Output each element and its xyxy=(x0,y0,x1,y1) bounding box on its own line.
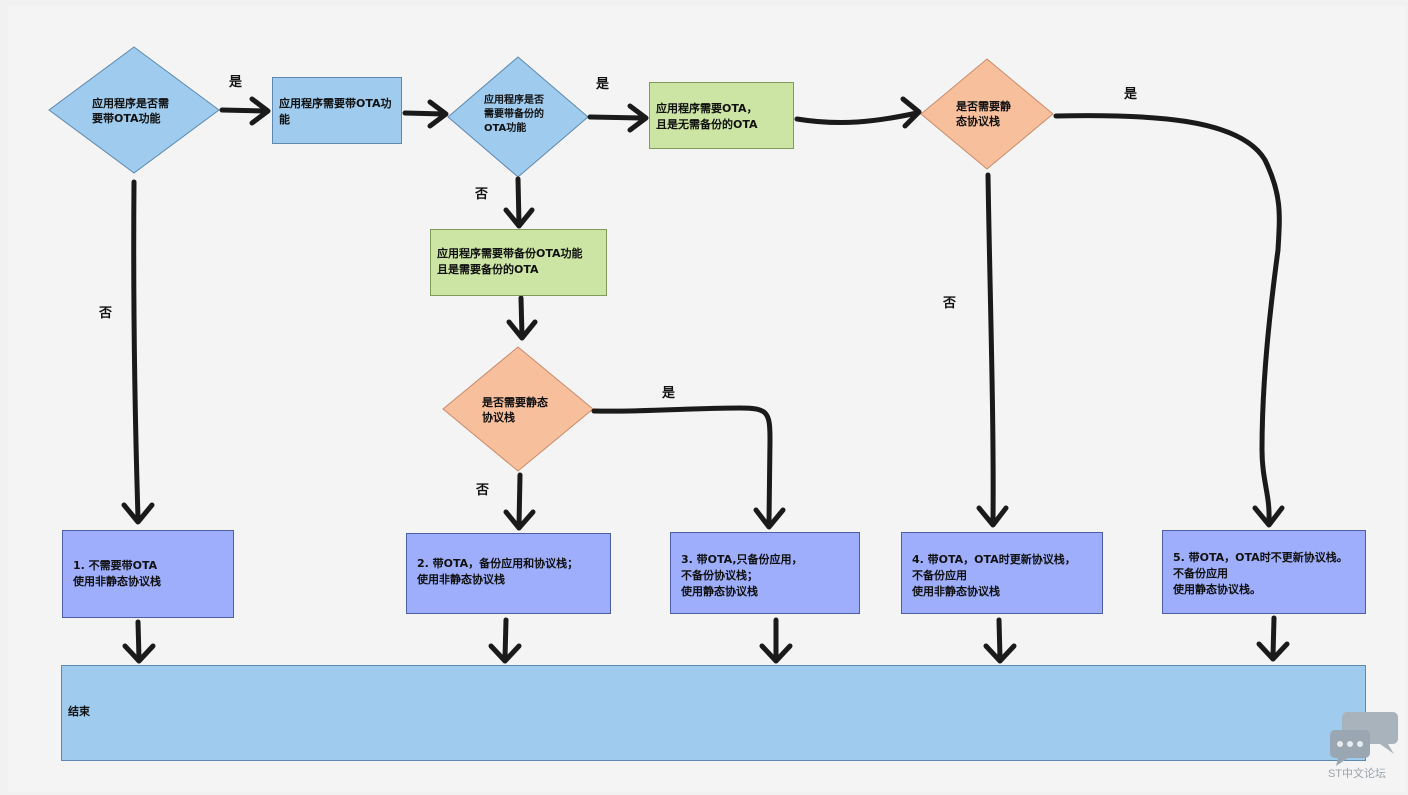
watermark-text: ST中文论坛 xyxy=(1327,768,1386,780)
arrow-yes-1 xyxy=(219,107,269,114)
end-box: 结束 xyxy=(61,665,1366,761)
edge-label-yes-4: 是 xyxy=(662,386,676,401)
decision-need-static-right xyxy=(920,58,1054,170)
arrow-4 xyxy=(518,295,525,339)
arrowhead-3 xyxy=(900,96,922,129)
edge-label-yes-1: 是 xyxy=(229,75,243,90)
arrow-2 xyxy=(402,110,447,117)
decision-need-static-right-label: 是否需要静 态协议栈 xyxy=(956,100,1011,128)
arrow-end-4 xyxy=(996,617,1003,661)
arrowhead-end-5 xyxy=(1256,641,1290,662)
arrow-end-1 xyxy=(135,619,142,661)
outcome-5: 5. 带OTA，OTA时不更新协议栈。 不备份应用 使用静态协议栈。 xyxy=(1162,530,1366,614)
arrow-no-3 xyxy=(985,172,996,523)
arrowhead-end-3 xyxy=(759,643,793,664)
arrow-yes-2 xyxy=(587,114,646,121)
outcome-1: 1. 不需要带OTA 使用非静态协议栈 xyxy=(62,530,234,618)
arrowhead-2 xyxy=(427,99,449,129)
arrow-3 xyxy=(794,110,920,126)
arrow-no-4 xyxy=(131,179,141,521)
arrowhead-no-4 xyxy=(121,502,155,525)
arrowhead-no-1 xyxy=(503,207,535,229)
edge-label-no-3: 否 xyxy=(943,296,957,311)
outcome-3: 3. 带OTA,只备份应用， 不备份协议栈； 使用静态协议栈 xyxy=(670,532,860,614)
process-ota-no-backup: 应用程序需要OTA， 且是无需备份的OTA xyxy=(649,82,794,149)
edge-label-no-2: 否 xyxy=(99,306,113,321)
arrowhead-4 xyxy=(506,319,538,341)
arrowhead-yes-2 xyxy=(627,103,649,133)
decision-need-ota xyxy=(48,46,220,174)
arrow-no-2 xyxy=(516,472,523,528)
arrow-end-2 xyxy=(502,617,509,661)
arrowhead-yes-3 xyxy=(753,507,786,530)
process-with-ota: 应用程序需要带OTA功 能 xyxy=(272,77,402,144)
outcome-2: 2. 带OTA，备份应用和协议栈； 使用非静态协议栈 xyxy=(406,533,611,614)
edge-label-yes-3: 是 xyxy=(1124,87,1138,102)
arrowhead-no-2 xyxy=(503,509,536,531)
decision-need-ota-label: 应用程序是否需 要带OTA功能 xyxy=(92,97,169,125)
arrow-yes-4 xyxy=(1053,113,1282,523)
decision-need-static-mid-label: 是否需要静态 协议栈 xyxy=(482,396,548,424)
chat-bubbles-icon xyxy=(1330,712,1398,766)
arrowhead-no-3 xyxy=(976,505,1009,528)
arrowhead-end-1 xyxy=(122,643,156,664)
arrowhead-end-2 xyxy=(488,643,522,664)
edge-label-yes-2: 是 xyxy=(596,77,610,92)
arrowhead-yes-4 xyxy=(1252,505,1285,528)
decision-need-static-mid xyxy=(442,346,594,472)
arrowhead-yes-1 xyxy=(249,96,271,126)
process-ota-with-backup: 应用程序需要带备份OTA功能 且是需要备份的OTA xyxy=(430,229,607,296)
arrowhead-end-4 xyxy=(983,643,1017,664)
arrow-no-1 xyxy=(515,176,522,227)
edge-label-no-1: 否 xyxy=(475,187,489,202)
decision-need-backup-label: 应用程序是否 需要带备份的 OTA功能 xyxy=(484,95,544,134)
outcome-4: 4. 带OTA，OTA时更新协议栈， 不备份应用 使用非静态协议栈 xyxy=(901,532,1103,614)
arrow-yes-3 xyxy=(591,405,773,525)
edge-label-no-4: 否 xyxy=(476,483,490,498)
arrow-end-5 xyxy=(1270,615,1277,659)
